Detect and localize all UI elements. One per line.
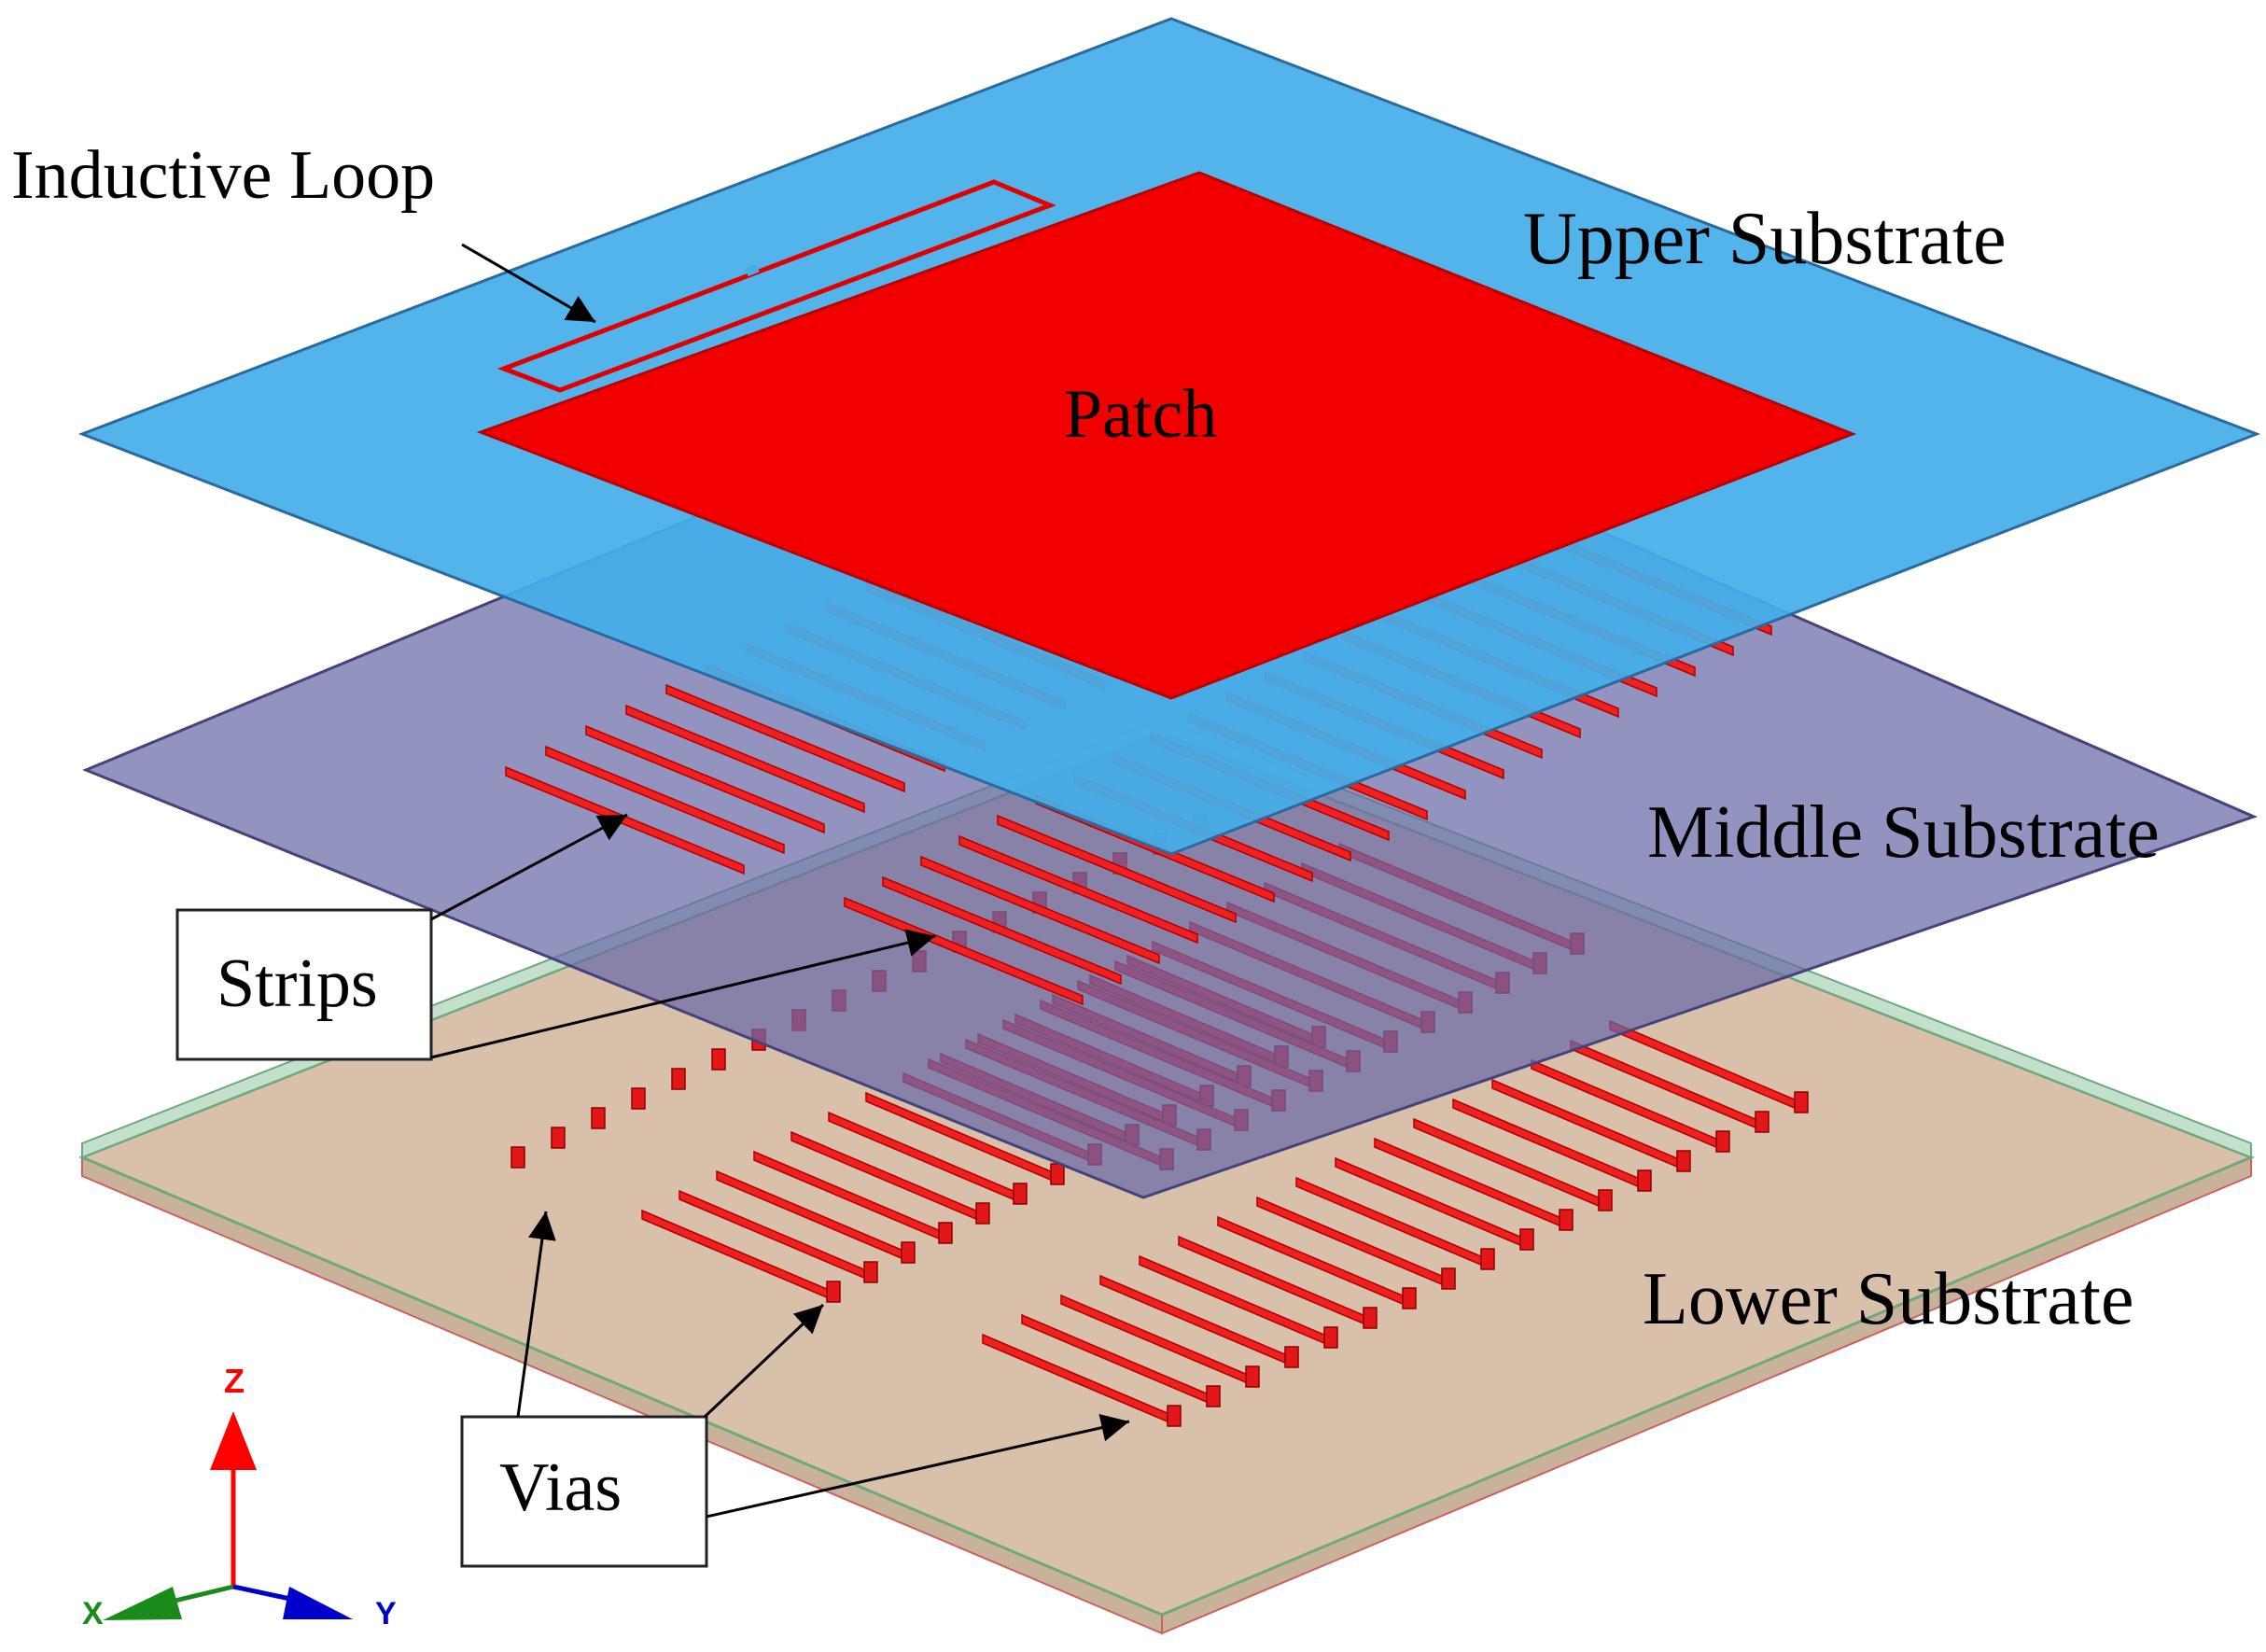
lower-via (711, 1048, 726, 1071)
middle-strip (545, 745, 785, 855)
lower-via (551, 1127, 566, 1149)
label-strips: Strips (217, 945, 378, 1022)
arrow-vias-right (706, 1413, 1130, 1519)
lower-via (631, 1087, 646, 1110)
lower-via (863, 1261, 878, 1283)
lower-via (1284, 1346, 1299, 1368)
y-axis-label: Y (375, 1596, 397, 1631)
middle-strip (585, 724, 825, 834)
lower-via (1441, 1267, 1456, 1290)
axis-triad: Z X Y (82, 1362, 397, 1631)
arrow-inductive-loop (461, 243, 596, 324)
lower-via (591, 1107, 606, 1129)
callout-arrows (430, 243, 1130, 1519)
lower-via (938, 1222, 953, 1244)
lower-via (901, 1241, 916, 1264)
label-patch: Patch (1064, 376, 1217, 453)
middle-strip (882, 875, 1122, 986)
lower-via (1598, 1189, 1613, 1211)
x-axis-arrowhead (103, 1587, 182, 1620)
x-axis-label: X (82, 1596, 104, 1631)
lower-via (1402, 1287, 1417, 1309)
vias-callout-box (460, 1415, 708, 1568)
label-vias: Vias (499, 1449, 622, 1526)
middle-strip (665, 683, 905, 793)
lower-via (511, 1146, 525, 1169)
lower-via (1363, 1307, 1378, 1329)
lower-via (1794, 1091, 1809, 1113)
middle-strip (844, 896, 1084, 1006)
lower-via (1480, 1248, 1495, 1270)
inductive-loop (497, 179, 1056, 393)
middle-strip (920, 855, 1160, 965)
lower-via (1519, 1228, 1534, 1251)
arrow-strips-lower (430, 929, 936, 1059)
label-inductive-loop: Inductive Loop (11, 137, 435, 214)
lower-via (1559, 1209, 1574, 1231)
lower-via (826, 1281, 841, 1303)
lower-via (975, 1202, 990, 1225)
patch (476, 171, 1857, 700)
inductive-loop-shape (497, 179, 1056, 393)
middle-strip (997, 814, 1237, 924)
lower-via (1206, 1385, 1221, 1407)
lower-via (1715, 1130, 1730, 1153)
strips-callout-box (175, 908, 433, 1061)
label-middle-substrate: Middle Substrate (1647, 791, 2160, 874)
lower-via (1245, 1365, 1260, 1388)
z-axis-arrowhead (210, 1411, 257, 1470)
label-lower-substrate: Lower Substrate (1643, 1258, 2134, 1340)
y-axis-arrowhead (283, 1587, 353, 1619)
lower-via (1167, 1405, 1182, 1427)
lower-via (671, 1068, 686, 1090)
middle-strip (625, 704, 865, 814)
lower-via (1050, 1163, 1065, 1185)
label-upper-substrate: Upper Substrate (1523, 198, 2007, 280)
arrow-strips-middle (430, 813, 628, 921)
arrow-vias-left (516, 1211, 556, 1418)
arrow-vias-center (703, 1303, 825, 1419)
lower-via (1013, 1183, 1028, 1205)
lower-via (1676, 1150, 1691, 1172)
lower-via (1637, 1169, 1652, 1192)
middle-strip (958, 834, 1198, 945)
lower-via (1755, 1111, 1769, 1133)
z-axis-label: Z (224, 1362, 245, 1400)
lower-via (1323, 1326, 1338, 1349)
inductive-loop-gap (745, 263, 760, 277)
